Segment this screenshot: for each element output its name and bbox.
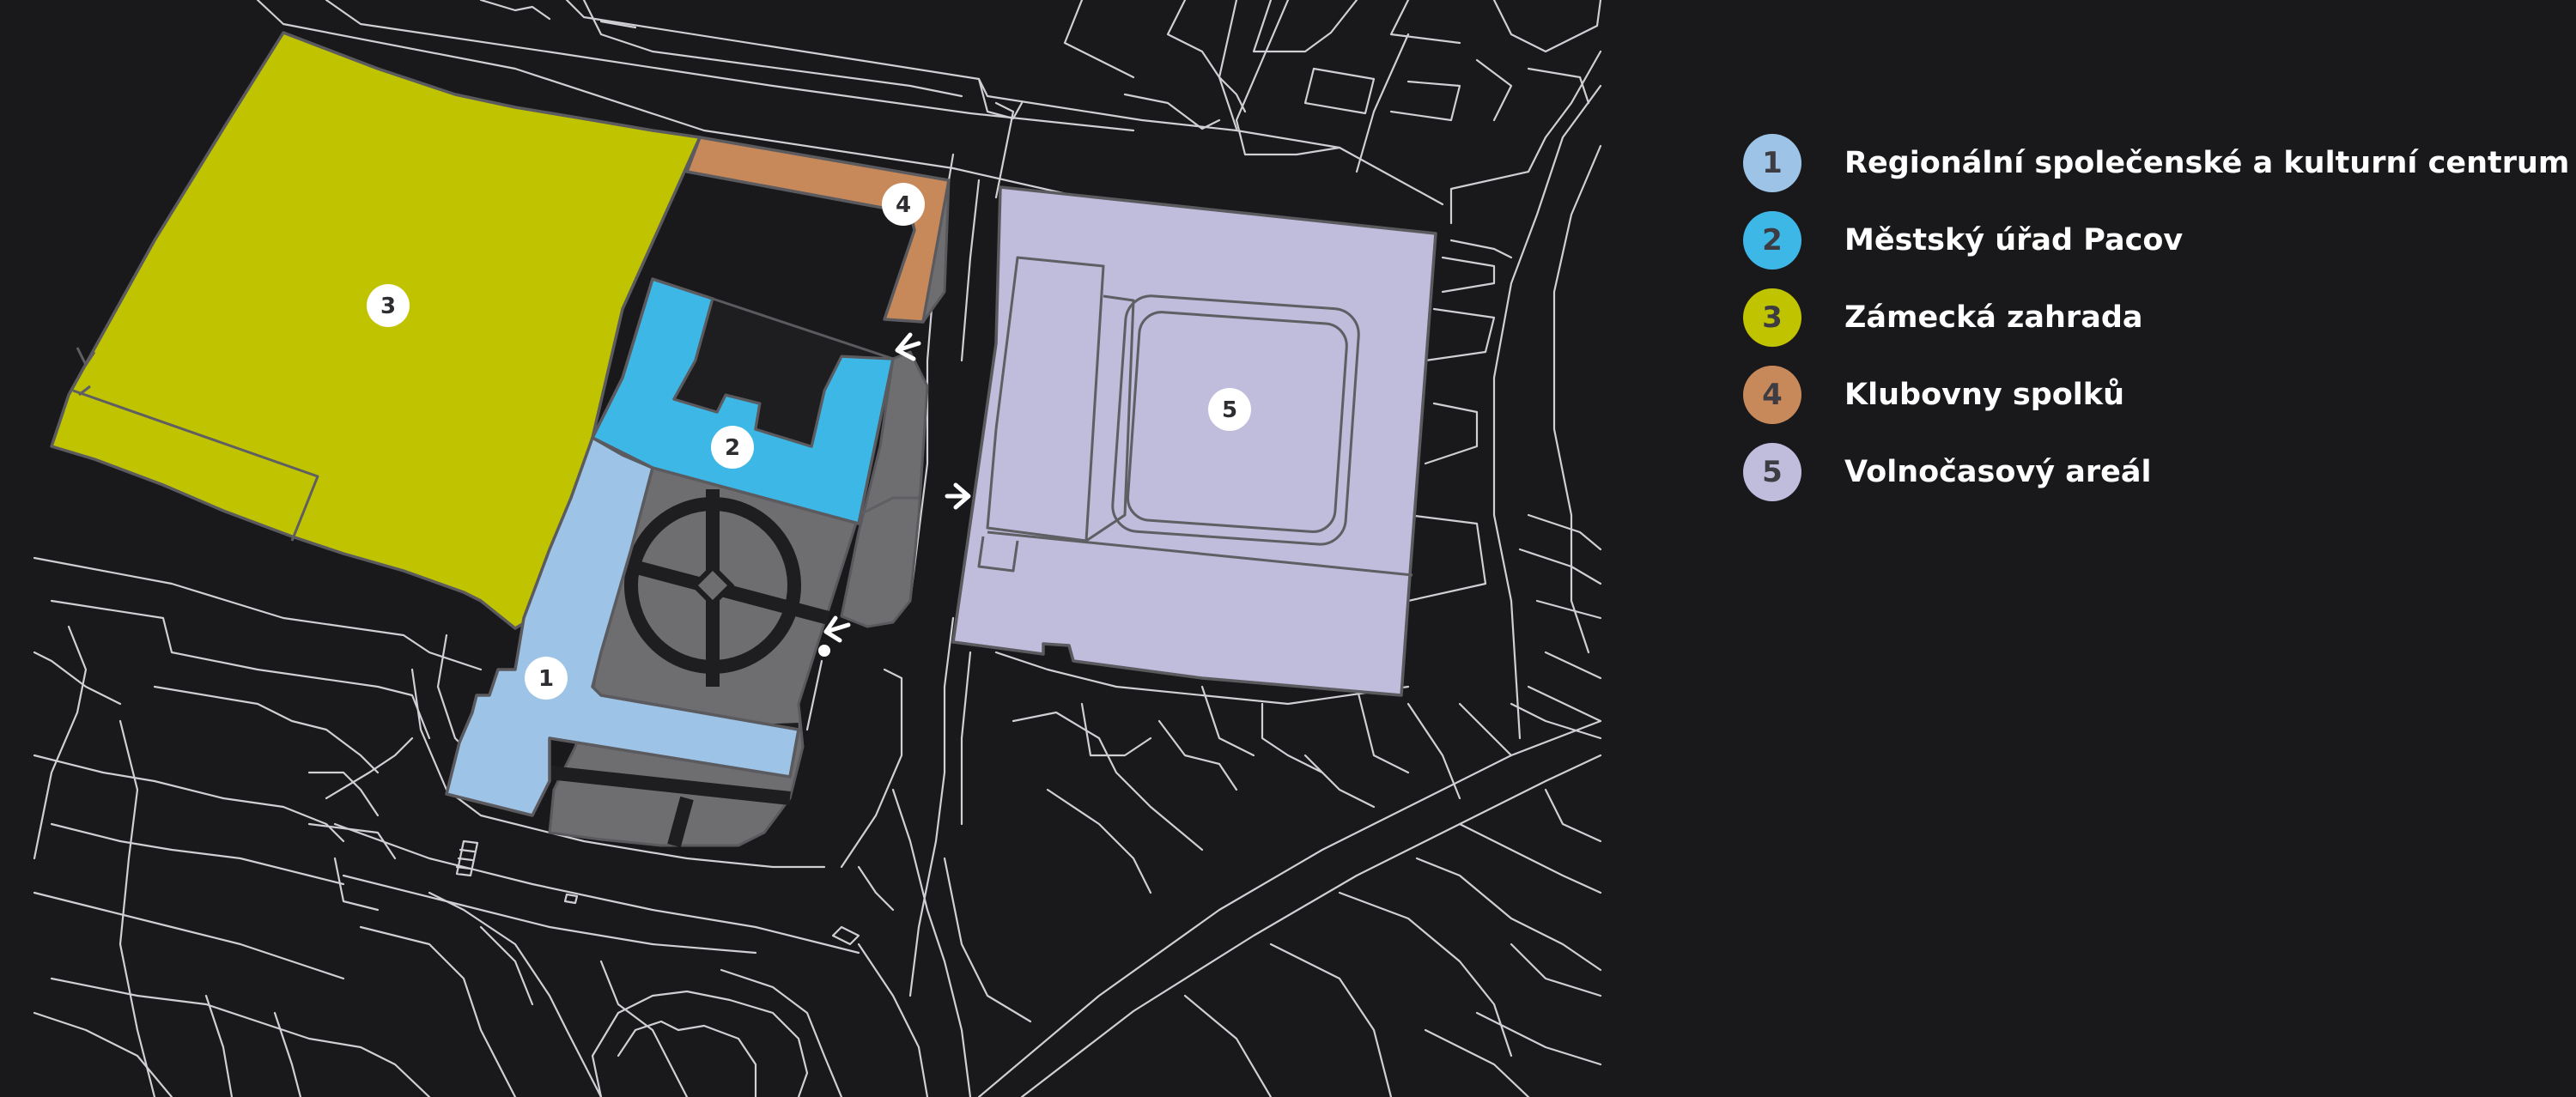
legend-item-3[interactable]: 3 Zámecká zahrada bbox=[1743, 279, 2550, 356]
street-network bbox=[33, 0, 1602, 1097]
map-marker-circle bbox=[525, 657, 568, 700]
legend-item-2[interactable]: 2 Městský úřad Pacov bbox=[1743, 202, 2550, 279]
map-marker-2[interactable]: 2 bbox=[711, 426, 754, 469]
map-marker-5[interactable]: 5 bbox=[1208, 388, 1251, 431]
zone-1-kulturni-centrum[interactable] bbox=[445, 436, 800, 817]
zone-4-klubovny-spolku[interactable] bbox=[685, 136, 951, 324]
entrance-point bbox=[818, 645, 830, 657]
map-marker-circle bbox=[1208, 388, 1251, 431]
sports-area-outlines bbox=[977, 256, 1413, 577]
legend-item-5[interactable]: 5 Volnočasový areál bbox=[1743, 433, 2550, 511]
map-marker-1[interactable]: 1 bbox=[525, 657, 568, 700]
legend-label: Volnočasový areál bbox=[1844, 455, 2152, 489]
entrance-arrow-south bbox=[823, 615, 851, 643]
map-marker-number: 2 bbox=[725, 435, 740, 461]
legend-label: Regionální společenské a kulturní centru… bbox=[1844, 146, 2570, 180]
map-marker-circle bbox=[367, 284, 410, 327]
map-marker-number: 5 bbox=[1222, 397, 1237, 423]
courtyard-garden bbox=[549, 489, 831, 848]
map-marker-circle bbox=[711, 426, 754, 469]
entrance-arrow-north bbox=[895, 332, 921, 361]
zone-3-zamecka-zahrada[interactable] bbox=[50, 31, 702, 630]
legend-item-4[interactable]: 4 Klubovny spolků bbox=[1743, 356, 2550, 433]
map-marker-circle bbox=[882, 183, 925, 226]
legend-badge: 5 bbox=[1743, 443, 1801, 501]
map-markers: 1 2 3 4 5 bbox=[367, 183, 1251, 700]
map-marker-4[interactable]: 4 bbox=[882, 183, 925, 226]
legend-badge: 4 bbox=[1743, 366, 1801, 424]
legend-label: Městský úřad Pacov bbox=[1844, 223, 2184, 258]
zone-5-volnocasovy-areal[interactable] bbox=[951, 185, 1437, 697]
map-marker-number: 3 bbox=[380, 294, 396, 319]
legend-label: Zámecká zahrada bbox=[1844, 300, 2143, 335]
map-marker-number: 1 bbox=[538, 666, 554, 692]
legend: 1 Regionální společenské a kulturní centr… bbox=[1743, 124, 2569, 511]
legend-badge: 3 bbox=[1743, 288, 1801, 347]
legend-item-1[interactable]: 1 Regionální společenské a kulturní centr… bbox=[1743, 124, 2569, 202]
legend-badge: 2 bbox=[1743, 211, 1801, 270]
legend-label: Klubovny spolků bbox=[1844, 378, 2124, 412]
map-marker-number: 4 bbox=[896, 192, 911, 218]
entrance-arrow-east bbox=[945, 482, 971, 510]
legend-badge: 1 bbox=[1743, 134, 1801, 192]
map-marker-3[interactable]: 3 bbox=[367, 284, 410, 327]
